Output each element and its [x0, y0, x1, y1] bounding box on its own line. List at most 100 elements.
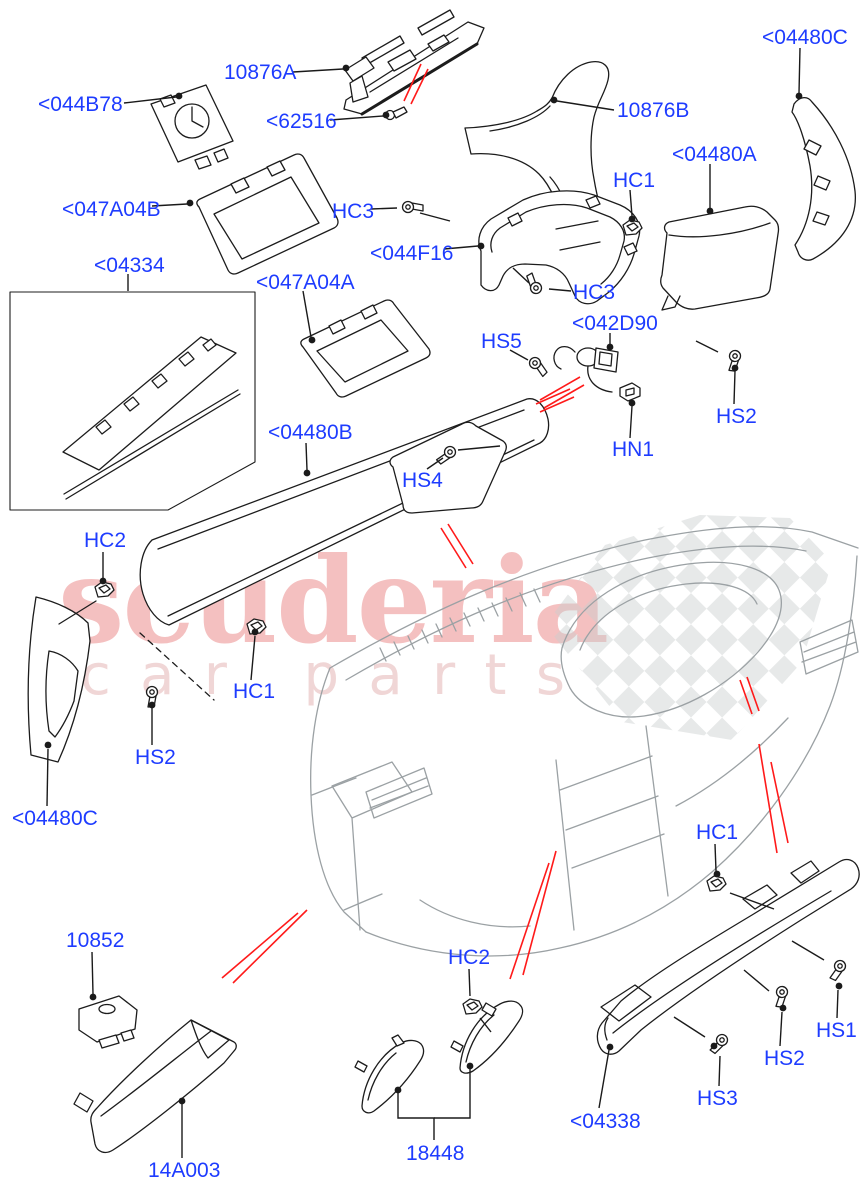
- hc2-clip-connector-line: [58, 600, 97, 625]
- leader-dot-10876a: [342, 64, 350, 72]
- callout-leader-lines: [44, 47, 843, 1158]
- leader-dot-044f16: [477, 242, 485, 250]
- alignment-dashed-line: [139, 632, 215, 701]
- leader-line-hs1: [791, 940, 825, 961]
- part-047a04b-bezel: [196, 153, 339, 275]
- leader-line-hs2-bottom: [779, 1011, 783, 1047]
- hs2-bottom-screw-icon: [773, 985, 789, 1009]
- leader-line-10876a: [292, 68, 344, 73]
- leader-line-62516: [329, 115, 384, 121]
- leader-line-04480c-left: [46, 748, 49, 807]
- leader-dot-047a04b: [186, 199, 194, 207]
- leader-dot-hc2-left: [99, 577, 107, 585]
- leader-dot-044b78: [175, 92, 183, 100]
- part-14a003-glovebox-trim: [73, 1019, 237, 1154]
- leader-dot-hc1-bottom: [713, 870, 721, 878]
- red-mark-4: [440, 527, 467, 569]
- leader-line-hc3-left: [419, 212, 451, 222]
- leader-dot-047a04a: [308, 336, 316, 344]
- part-044f16-frame: [478, 190, 641, 305]
- leader-line-hc3-right: [512, 267, 530, 284]
- parts-line-art: [9, 9, 860, 1154]
- red-mark-11: [770, 761, 789, 844]
- leader-line-04480c-top: [798, 47, 801, 94]
- hc2-bottom-clip-icon: [462, 998, 483, 1015]
- leader-dot-042d90: [606, 343, 614, 351]
- red-mark-5: [447, 523, 474, 565]
- hc3-left-screw-icon: [401, 200, 424, 214]
- leader-line-047a04b: [151, 203, 188, 207]
- red-mark-14: [232, 909, 308, 984]
- leader-dot-10876b: [550, 96, 558, 104]
- leader-line-18448: [397, 1093, 435, 1140]
- leader-line-hc1-mid: [250, 635, 256, 681]
- watermark: scuderia car parts: [58, 515, 832, 740]
- red-mark-0: [403, 63, 422, 102]
- part-10852-bracket: [78, 995, 138, 1049]
- leader-dot-04480b: [303, 469, 311, 477]
- leader-line-hs3: [673, 1016, 706, 1038]
- leader-line-hc1-top: [629, 189, 633, 217]
- leader-line-hs3: [718, 1055, 721, 1087]
- part-10876a-defroster-panel: [343, 9, 485, 116]
- leader-line-hs4: [457, 445, 501, 451]
- part-042d90-grommet: [553, 345, 619, 393]
- red-mark-1: [410, 68, 429, 105]
- red-mark-3: [539, 396, 575, 413]
- part-047a04a-bezel: [300, 299, 431, 398]
- red-mark-6: [539, 376, 581, 401]
- leader-dot-hs2-upper: [731, 364, 739, 372]
- leader-dot-hs2-bottom: [779, 1004, 787, 1012]
- leader-dot-04480c-left: [44, 741, 52, 749]
- hs5-screw-icon: [526, 354, 551, 379]
- part-04480a-end-cap: [659, 205, 780, 311]
- leader-dot-18448: [466, 1062, 474, 1070]
- leader-line-047a04a: [302, 290, 312, 338]
- leader-dot-hc1-mid: [251, 628, 259, 636]
- red-mark-9: [746, 676, 760, 712]
- leader-line-hn1: [629, 405, 633, 439]
- leader-line-18448: [434, 1069, 471, 1119]
- leader-line-04480b: [305, 442, 308, 471]
- red-mark-8: [739, 679, 753, 715]
- leader-dot-hs1: [835, 982, 843, 990]
- leader-dot-04338: [606, 1043, 614, 1051]
- part-04338-knee-bolster: [596, 858, 860, 1055]
- leader-line-044f16: [443, 245, 479, 250]
- part-04334-boxed-group: [9, 291, 256, 511]
- watermark-tagline-text: car parts: [80, 643, 565, 708]
- leader-line-044b78: [123, 96, 177, 104]
- hc3-right-screw-icon: [523, 271, 545, 297]
- leader-line-hc2-bottom: [468, 968, 471, 997]
- leader-dot-04480a: [706, 207, 714, 215]
- leader-line-hc3-left: [370, 207, 398, 210]
- hs1-screw-icon: [828, 958, 848, 983]
- leader-dot-62516: [382, 111, 390, 119]
- leader-line-hs2-upper: [695, 340, 719, 353]
- hc1-bottom-clip-icon: [706, 875, 727, 892]
- leader-line-hs5: [509, 349, 529, 361]
- red-mark-10: [758, 743, 778, 854]
- leader-dot-hc1-top: [628, 215, 636, 223]
- red-mark-2: [535, 388, 571, 405]
- red-mark-13: [509, 862, 550, 980]
- hn1-nut-icon: [619, 382, 641, 402]
- leader-line-hc3-right: [548, 288, 572, 292]
- part-044b78-module: [150, 84, 234, 170]
- leader-line-hc2-bottom: [479, 1017, 492, 1033]
- leader-dot-10852: [89, 993, 97, 1001]
- leader-line-hs2-upper: [733, 370, 736, 405]
- leader-dot-hs3: [710, 1042, 718, 1050]
- red-mark-12: [522, 850, 557, 976]
- part-04480c-left-triangle: [27, 596, 91, 763]
- leader-line-04338: [598, 1049, 610, 1109]
- leader-dot-14a003: [178, 1097, 186, 1105]
- leader-line-10852: [91, 951, 94, 995]
- leader-line-hc1-bottom: [714, 843, 717, 872]
- leader-line-hs2-bottom: [743, 969, 770, 992]
- leader-dot-18448: [394, 1086, 402, 1094]
- leader-dot-hs2-left: [148, 701, 156, 709]
- red-mark-7: [543, 384, 585, 409]
- red-mark-15: [221, 912, 299, 979]
